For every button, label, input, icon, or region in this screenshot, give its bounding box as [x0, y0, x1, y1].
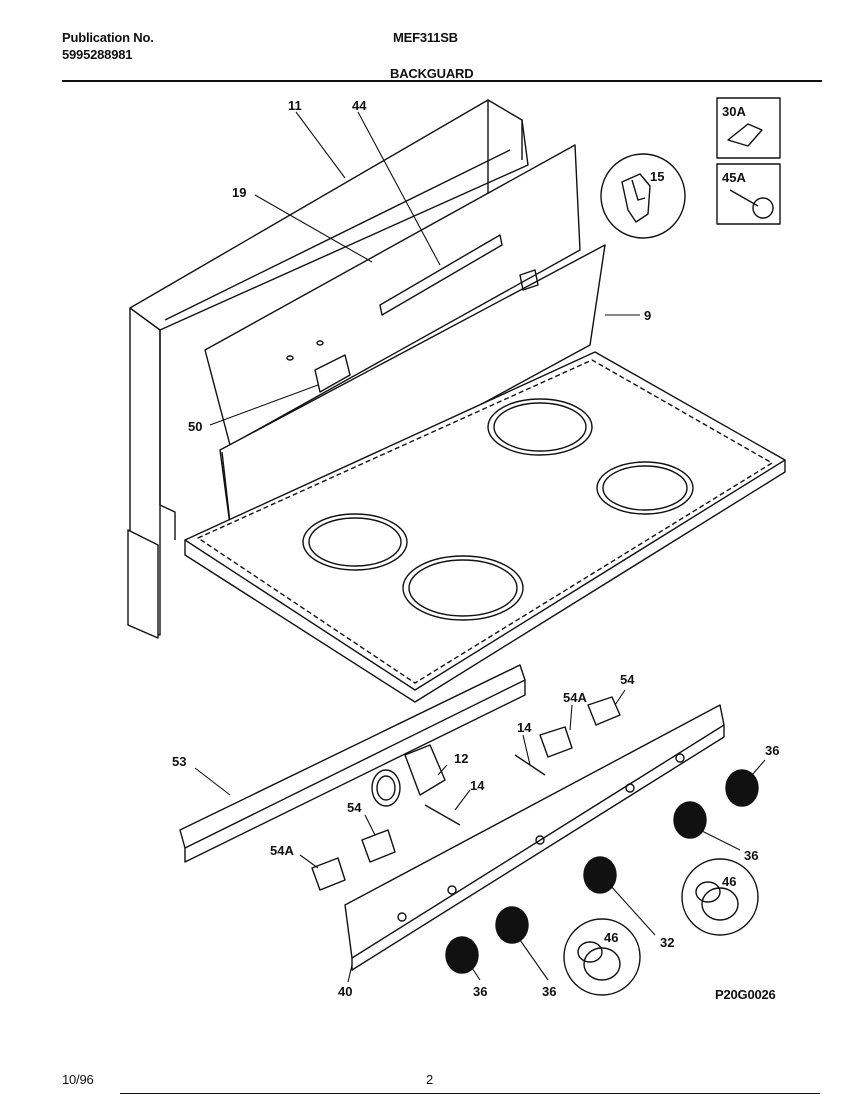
callout-36-b: 36	[744, 848, 758, 863]
control-panel	[344, 704, 725, 971]
callout-11: 11	[288, 98, 302, 113]
section-title: BACKGUARD	[390, 66, 474, 81]
control-knobs	[445, 769, 759, 974]
callout-32: 32	[660, 935, 674, 950]
end-cap-detail	[600, 153, 686, 239]
callout-54-mid: 54	[347, 800, 362, 815]
publication-label: Publication No.	[62, 30, 154, 45]
callout-53: 53	[172, 754, 186, 769]
fastener-insets	[716, 97, 781, 225]
control-glass-panel	[204, 144, 581, 446]
callout-15: 15	[650, 169, 664, 184]
leader-lines	[194, 111, 766, 983]
knob-detail-circles	[563, 858, 759, 996]
callout-9: 9	[644, 308, 651, 323]
callout-50: 50	[188, 419, 202, 434]
callout-14-a: 14	[517, 720, 532, 735]
callout-30A: 30A	[722, 104, 746, 119]
backguard-housing	[127, 99, 529, 639]
callout-45A: 45A	[722, 170, 746, 185]
callout-36-a: 36	[765, 743, 779, 758]
cooktop	[184, 351, 786, 703]
publication-number: 5995288981	[62, 47, 133, 62]
callout-54A-top: 54A	[563, 690, 587, 705]
figure-code: P20G0026	[715, 987, 776, 1002]
model-number: MEF311SB	[393, 30, 458, 45]
callout-14-b: 14	[470, 778, 485, 793]
push-switches	[311, 696, 621, 891]
callout-46-b: 46	[604, 930, 618, 945]
footer-rule	[120, 1093, 820, 1094]
callout-44: 44	[352, 98, 367, 113]
filler-bracket	[179, 664, 526, 863]
callout-36-c: 36	[542, 984, 556, 999]
callout-54-top: 54	[620, 672, 635, 687]
callout-19: 19	[232, 185, 246, 200]
page-number: 2	[426, 1072, 434, 1087]
callout-36-d: 36	[473, 984, 487, 999]
callout-12: 12	[454, 751, 468, 766]
callout-54A-left: 54A	[270, 843, 294, 858]
callout-40: 40	[338, 984, 352, 999]
header-rule	[62, 80, 822, 82]
callout-46-a: 46	[722, 874, 736, 889]
footer-date: 10/96	[62, 1072, 94, 1087]
infinite-switch	[371, 744, 446, 807]
